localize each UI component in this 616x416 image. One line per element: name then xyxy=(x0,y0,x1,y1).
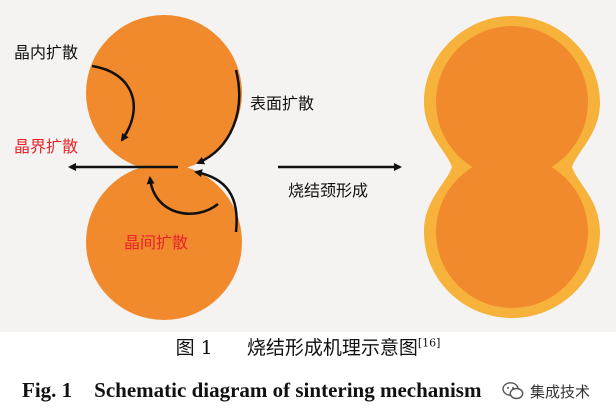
sintering-diagram: 晶内扩散 表面扩散 晶界扩散 晶间扩散 烧结颈形成 xyxy=(14,15,600,320)
caption-cn-title: 烧结形成机理示意图 xyxy=(246,337,418,359)
watermark-text: 集成技术 xyxy=(530,382,591,401)
upper-particle xyxy=(86,15,242,171)
lower-sintered-grain xyxy=(436,156,588,308)
intergranular-diffusion-label: 晶间扩散 xyxy=(124,233,188,252)
caption-en-title: Schematic diagram of sintering mechanism xyxy=(94,378,482,402)
caption-cn-reference: [16] xyxy=(417,336,441,350)
surface-diffusion-label: 表面扩散 xyxy=(250,94,314,113)
wechat-icon xyxy=(502,382,524,400)
figure-panel: 晶内扩散 表面扩散 晶界扩散 晶间扩散 烧结颈形成 xyxy=(0,0,616,332)
caption-chinese: 图 1 烧结形成机理示意图[16] xyxy=(0,333,616,360)
lattice-diffusion-arrow xyxy=(91,64,135,142)
upper-sintered-grain xyxy=(436,26,588,178)
watermark: 集成技术 xyxy=(502,378,604,404)
lower-particle xyxy=(86,164,242,320)
caption-en-number: Fig. 1 xyxy=(22,378,73,402)
neck-formation-label: 烧结颈形成 xyxy=(288,181,368,200)
surface-diffusion-arrow-lower xyxy=(194,169,238,233)
caption-english: Fig. 1 Schematic diagram of sintering mec… xyxy=(22,378,481,403)
lattice-diffusion-label: 晶内扩散 xyxy=(14,43,78,62)
caption-cn-number: 图 1 xyxy=(175,337,213,359)
surface-diffusion-arrow xyxy=(196,69,241,165)
grain-boundary-diffusion-label: 晶界扩散 xyxy=(14,137,78,156)
intergranular-diffusion-arrow xyxy=(146,176,219,215)
